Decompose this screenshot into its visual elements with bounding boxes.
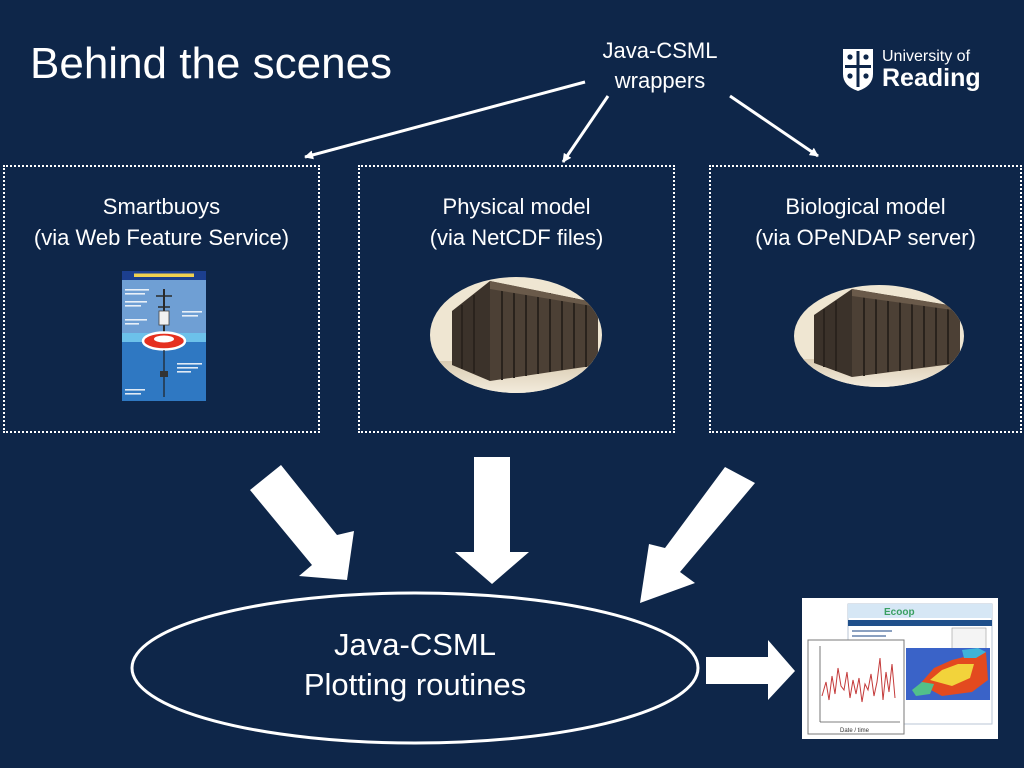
wrapper-arrow-physical	[561, 95, 610, 163]
block-arrow-smartbuoys	[250, 465, 354, 580]
biological-model-caption: Biological model (via OPeNDAP server)	[711, 191, 1020, 253]
block-arrow-output	[706, 640, 795, 700]
smartbuoys-caption: Smartbuoys (via Web Feature Service)	[5, 191, 318, 253]
plotting-routines-label: Java-CSML Plotting routines	[135, 625, 695, 705]
physical-model-photo	[430, 277, 602, 393]
wrapper-arrow-biological	[729, 94, 819, 158]
logo-line2: Reading	[882, 64, 981, 92]
physical-model-title: Physical model	[442, 194, 591, 219]
block-arrow-physical	[455, 457, 529, 584]
output-screenshot: Ecoop Date / time	[802, 598, 998, 739]
physical-model-box: Physical model (via NetCDF files)	[358, 165, 675, 433]
logo-line1: University of	[882, 48, 971, 65]
biological-model-subtitle: (via OPeNDAP server)	[755, 225, 976, 250]
wrappers-label: Java-CSML wrappers	[560, 36, 760, 96]
biological-model-title: Biological model	[785, 194, 946, 219]
university-logo: University of Reading	[842, 46, 982, 94]
page-title: Behind the scenes	[30, 39, 393, 88]
smartbuoy-image	[122, 271, 206, 401]
smartbuoys-box: Smartbuoys (via Web Feature Service)	[3, 165, 320, 433]
physical-model-caption: Physical model (via NetCDF files)	[360, 191, 673, 253]
ecoop-brand: Ecoop	[884, 607, 915, 618]
plot-axis-label: Date / time	[840, 728, 870, 734]
plotting-line2: Plotting routines	[303, 667, 527, 702]
smartbuoys-title: Smartbuoys	[102, 194, 221, 219]
output-screenshot-graphic: Ecoop Date / time	[807, 603, 993, 735]
plotting-line1: Java-CSML	[334, 627, 496, 662]
physical-model-subtitle: (via NetCDF files)	[429, 225, 604, 250]
crest-icon	[843, 49, 873, 91]
biological-model-box: Biological model (via OPeNDAP server)	[709, 165, 1022, 433]
smartbuoys-subtitle: (via Web Feature Service)	[33, 225, 290, 250]
block-arrow-biological	[640, 467, 755, 603]
wrappers-label-line1: Java-CSML	[602, 38, 718, 63]
biological-model-photo	[794, 285, 964, 387]
wrappers-label-line2: wrappers	[614, 68, 706, 93]
wrapper-arrow-smartbuoys	[304, 80, 586, 160]
